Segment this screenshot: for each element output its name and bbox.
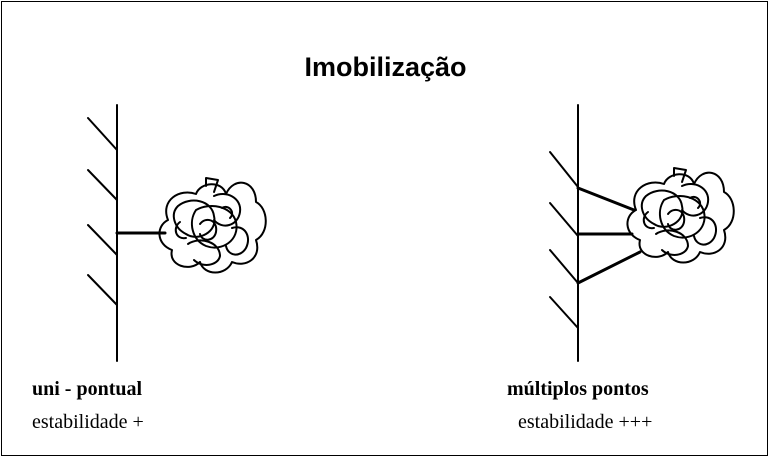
label-stability-multi: estabilidade +++ [518,411,653,433]
label-uni-pontual: uni - pontual [32,378,143,400]
protein-coil-left [158,177,267,274]
label-stability-uni: estabilidade + [32,411,144,433]
protein-coil-right [626,167,735,264]
label-multiplos-pontos: múltiplos pontos [507,378,649,400]
support-surface-right [549,104,579,362]
support-surface-left [87,104,118,362]
multiple-attachment-bonds [576,186,642,285]
figure-title: Imobilização [304,52,467,82]
